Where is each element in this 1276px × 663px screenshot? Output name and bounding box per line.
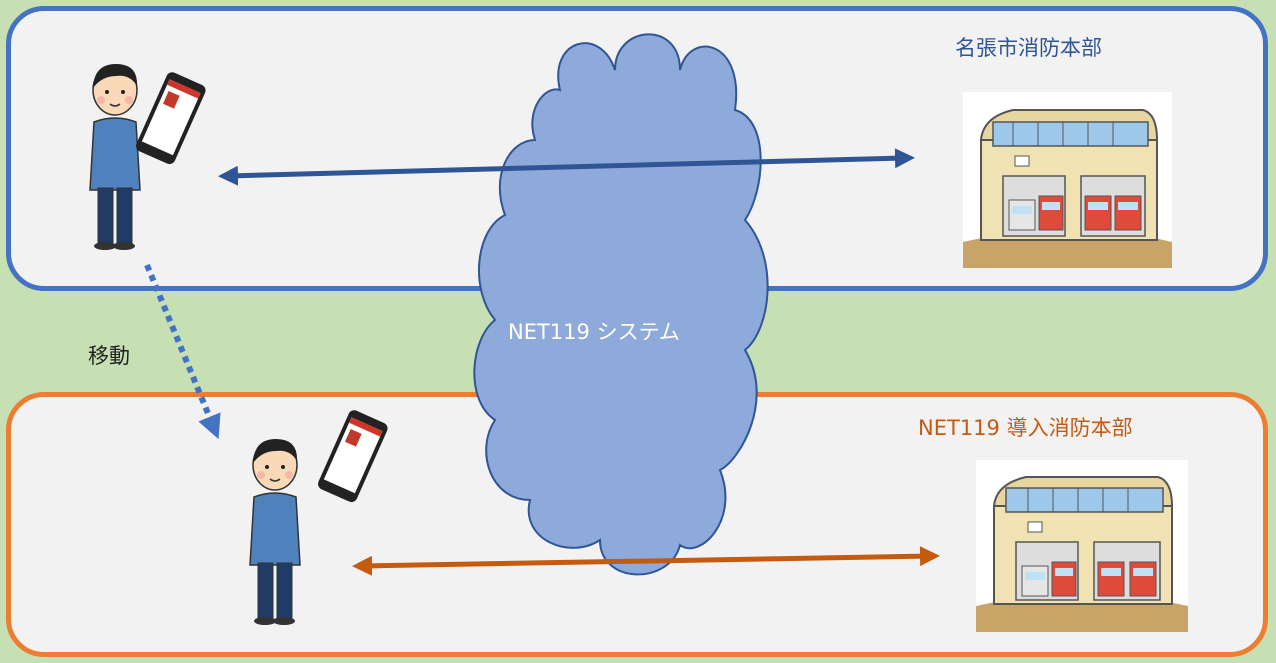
person-icon bbox=[240, 435, 310, 629]
move-label: 移動 bbox=[88, 344, 130, 368]
move-arrow bbox=[144, 263, 221, 440]
smartphone-icon bbox=[131, 69, 209, 171]
smartphone-icon bbox=[313, 407, 391, 509]
person-icon bbox=[80, 60, 150, 254]
top-connection-arrow bbox=[218, 148, 915, 186]
cloud-icon bbox=[473, 33, 769, 576]
fire-station-icon bbox=[963, 92, 1172, 268]
home-fire-department-label: 名張市消防本部 bbox=[955, 36, 1102, 60]
cloud-label: NET119 システム bbox=[508, 320, 680, 344]
bottom-connection-arrow bbox=[352, 546, 940, 576]
fire-station-icon bbox=[976, 460, 1188, 632]
net119-fire-department-label: NET119 導入消防本部 bbox=[918, 416, 1133, 440]
